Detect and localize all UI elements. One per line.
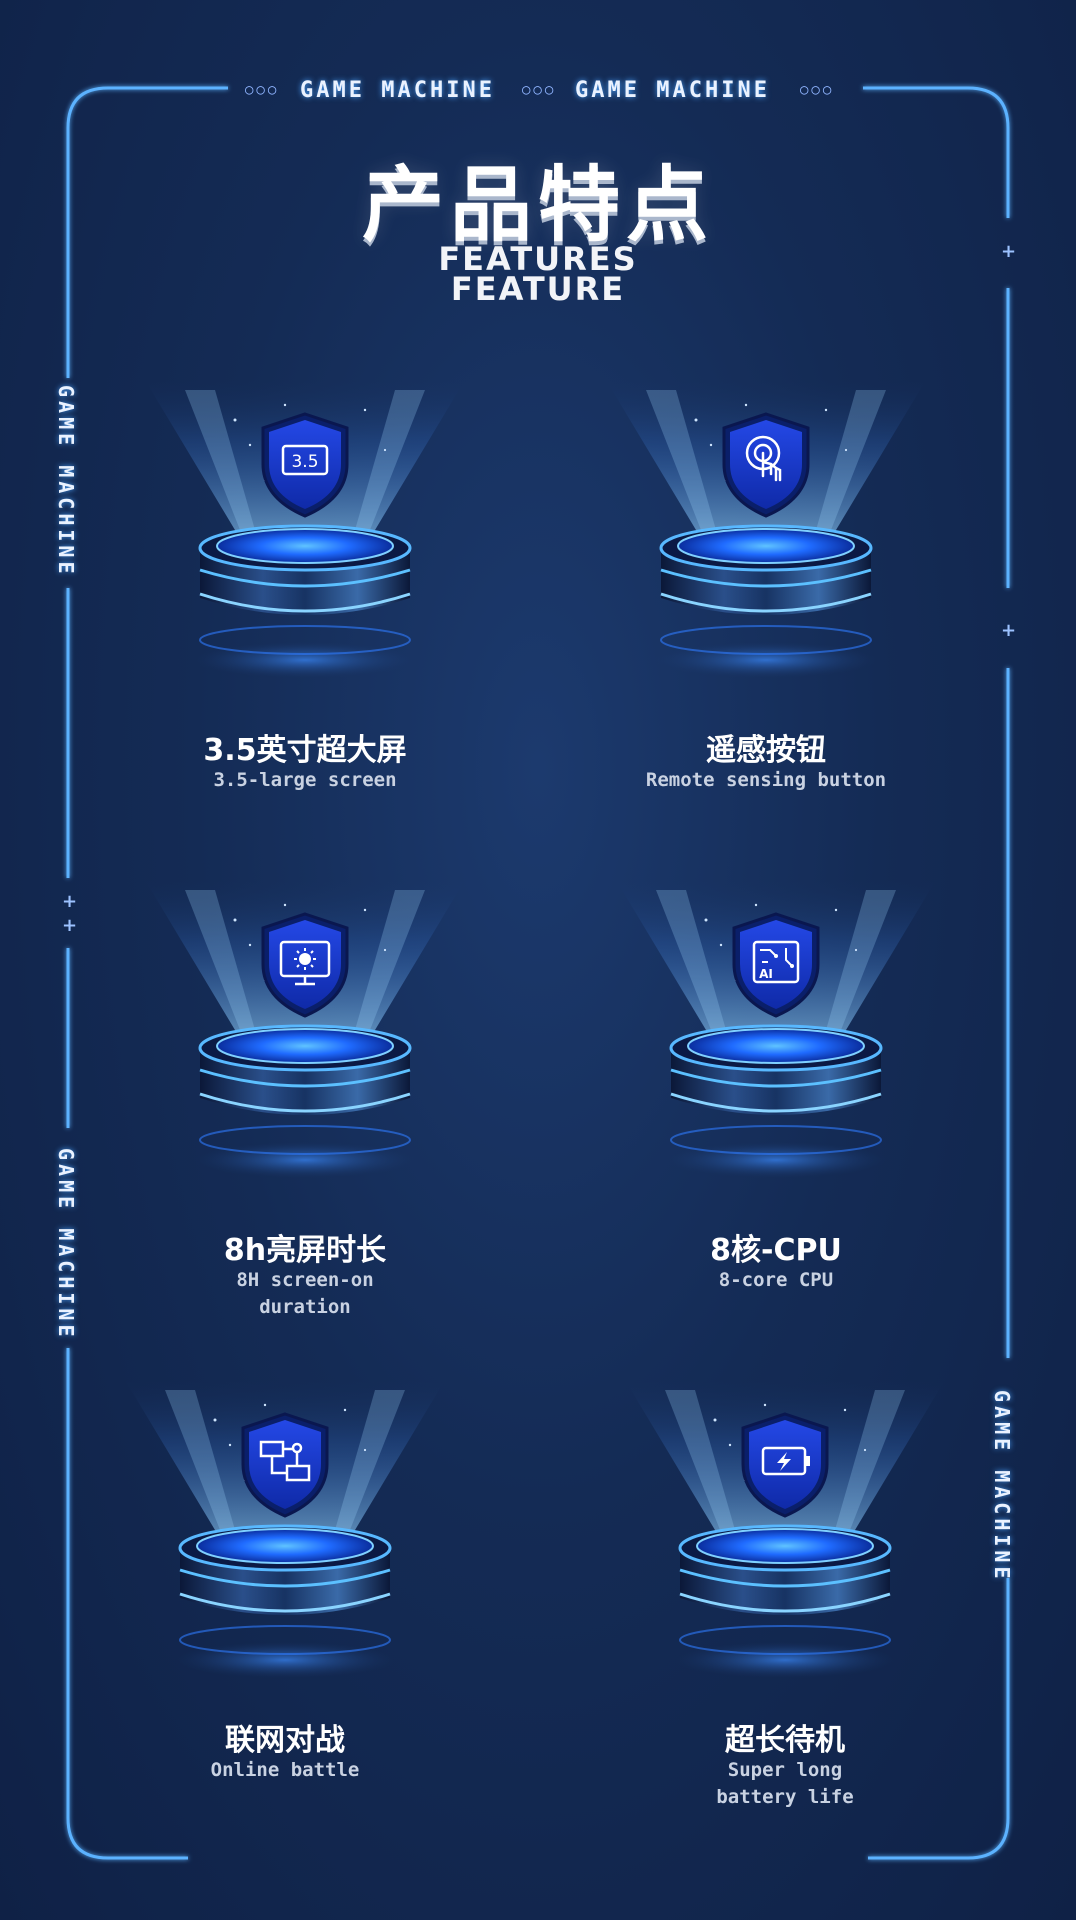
feature-title: 8核-CPU (710, 1233, 842, 1268)
feature-subtitle: Super long battery life (605, 1757, 965, 1811)
subtitle-feature: FEATURE (450, 270, 626, 308)
feature-subtitle-line1: Super long (727, 1759, 843, 1781)
feature-subtitle-line2: battery life (716, 1786, 854, 1808)
icon-text: AI (759, 967, 773, 981)
feature-subtitle: 8H screen-on duration (125, 1267, 485, 1321)
feature-subtitle: Online battle (210, 1759, 360, 1781)
feature-title: 联网对战 (225, 1723, 345, 1758)
subtitle-features: FEATURES (438, 240, 638, 278)
feature-card: AI 8核-CPU 8-core CPU (596, 880, 956, 1380)
border-frame (66, 86, 1010, 1860)
plus-icon: + (62, 915, 78, 936)
plus-icon: + (1001, 241, 1017, 262)
ai-chip-icon: AI (732, 912, 820, 1018)
feature-subtitle: 8-core CPU (718, 1269, 834, 1291)
side-label-right: GAME MACHINE (990, 1390, 1014, 1583)
feature-card: 联网对战 Online battle (105, 1380, 465, 1880)
monitor-brightness-icon (261, 912, 349, 1018)
podium (656, 524, 876, 678)
feature-subtitle-line1: 8H screen-on (236, 1269, 374, 1291)
podium (675, 1524, 895, 1678)
feature-card: 遥感按钮 Remote sensing button (586, 380, 946, 880)
side-label-left-bottom: GAME MACHINE (54, 1148, 78, 1341)
podium (195, 524, 415, 678)
plus-icon: + (62, 891, 78, 912)
feature-title: 8h亮屏时长 (223, 1233, 387, 1268)
top-label-right: GAME MACHINE (575, 78, 770, 103)
touch-hand-icon (722, 412, 810, 518)
page-title: 产品特点 (361, 158, 714, 253)
plus-icon: + (1001, 620, 1017, 641)
podium (175, 1524, 395, 1678)
feature-title: 超长待机 (725, 1723, 845, 1758)
screen-size-icon: 3.5 (261, 412, 349, 518)
feature-card: 超长待机 Super long battery life (605, 1380, 965, 1880)
podium (666, 1024, 886, 1178)
feature-subtitle: 3.5-large screen (213, 769, 397, 791)
feature-subtitle: Remote sensing button (645, 769, 887, 791)
dots-decoration: ○○○ (522, 82, 557, 98)
dots-decoration: ○○○ (800, 82, 835, 98)
icon-text: 3.5 (291, 452, 318, 472)
podium (195, 1024, 415, 1178)
feature-subtitle-line2: duration (259, 1296, 351, 1318)
battery-icon (741, 1412, 829, 1518)
side-label-left-top: GAME MACHINE (54, 385, 78, 578)
feature-title: 3.5英寸超大屏 (203, 733, 407, 768)
feature-card: 3.5 3.5英寸超大屏 3.5-large screen (125, 380, 485, 880)
network-icon (241, 1412, 329, 1518)
feature-card: 8h亮屏时长 8H screen-on duration (125, 880, 485, 1380)
feature-title: 遥感按钮 (706, 733, 826, 768)
frame-lines (66, 86, 1010, 1860)
top-label-left: GAME MACHINE (300, 78, 495, 103)
dots-decoration: ○○○ (245, 82, 280, 98)
